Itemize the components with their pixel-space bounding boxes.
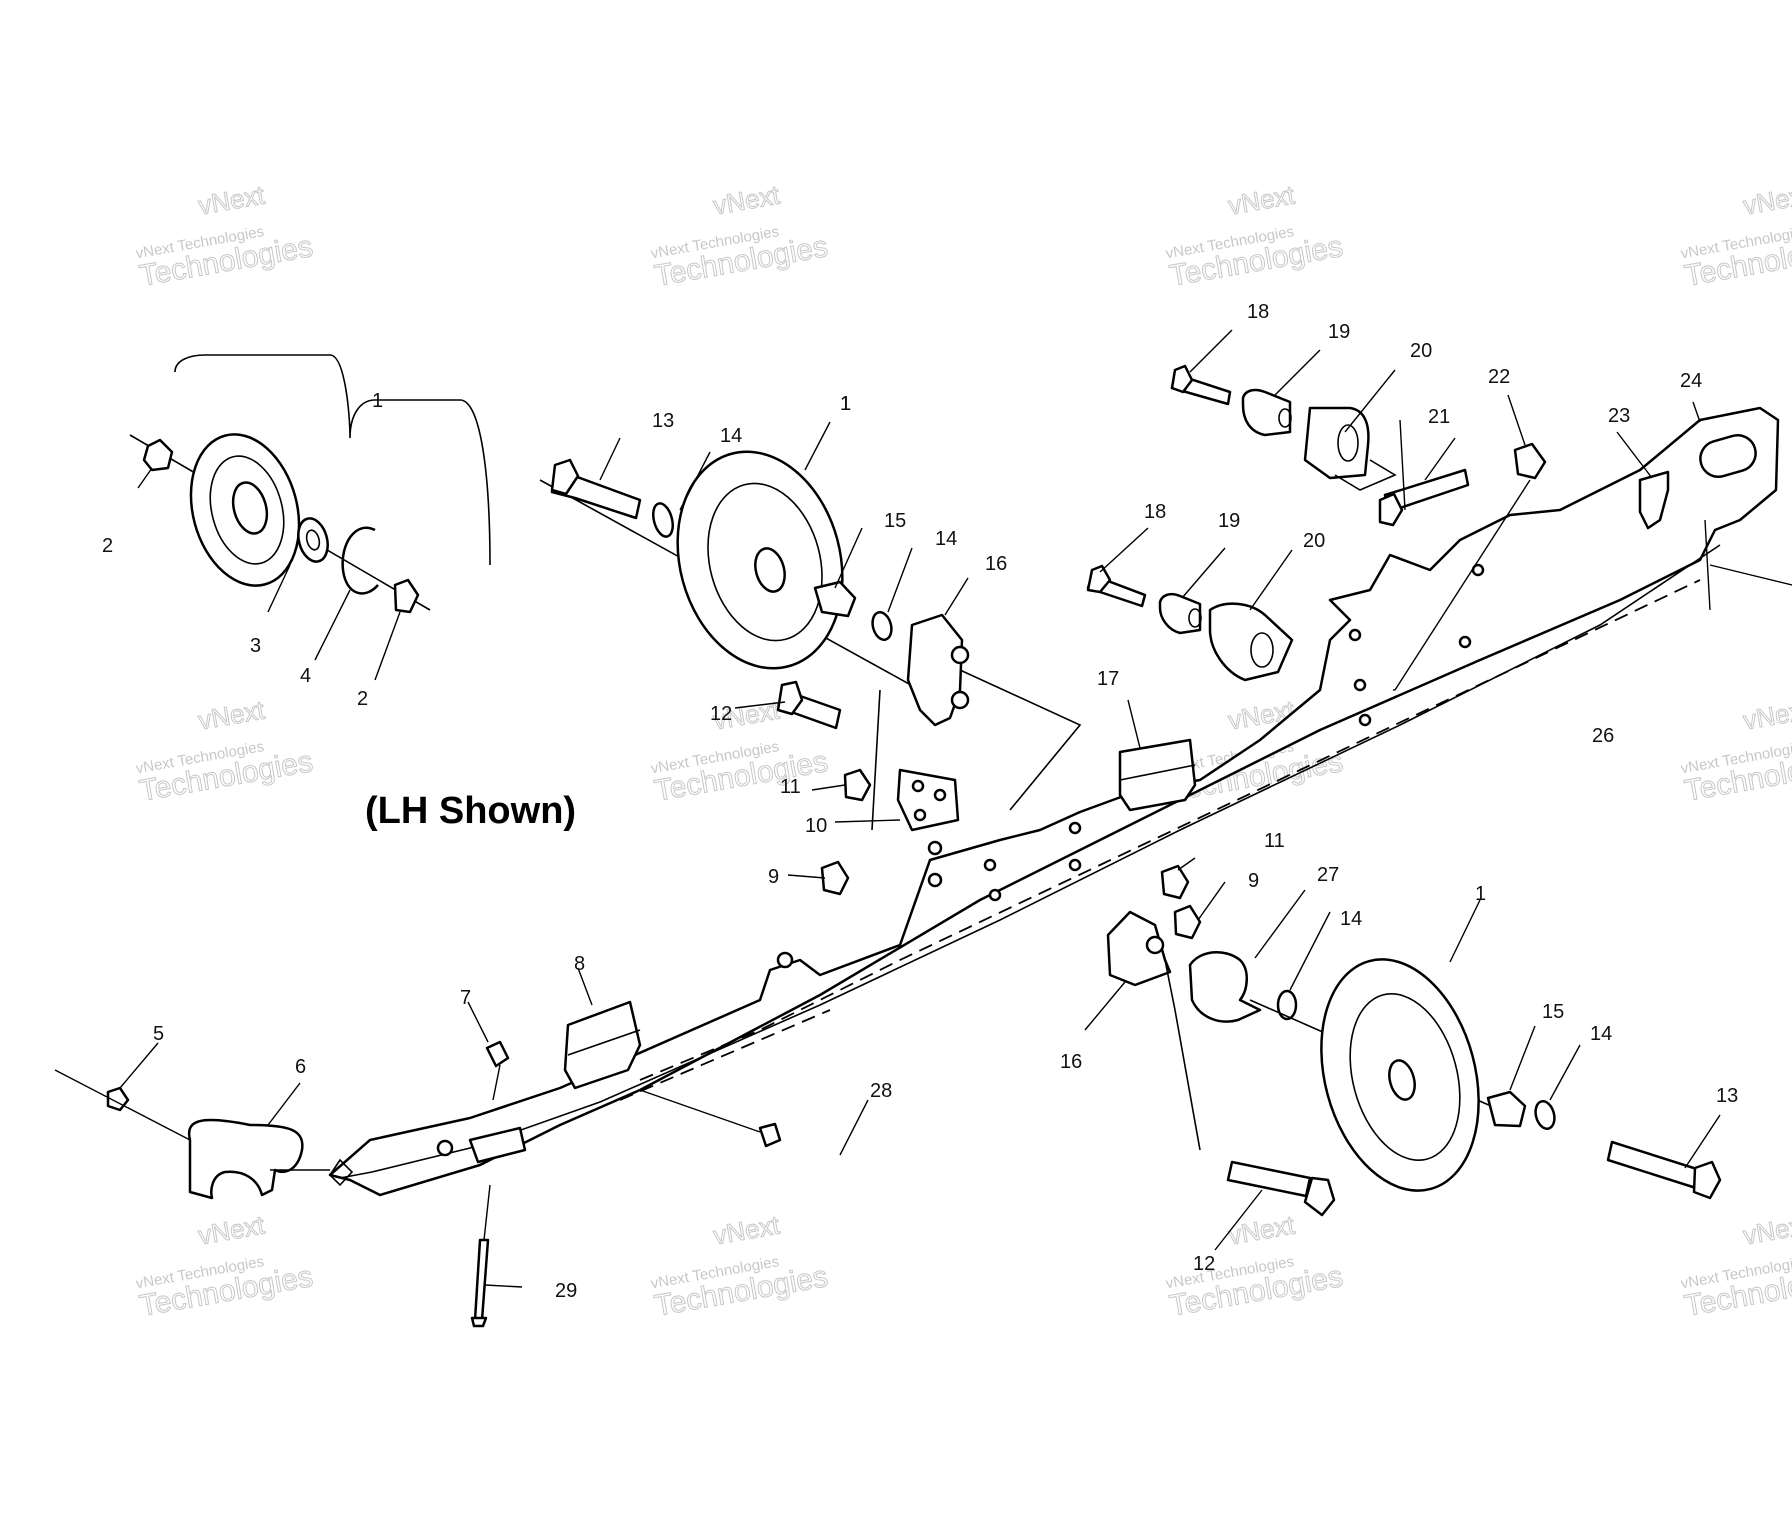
callout-label: 14: [720, 425, 742, 447]
rivet-28: [758, 1122, 782, 1148]
callout-label: 2: [102, 535, 113, 557]
callout-label: 1: [372, 390, 383, 412]
lower-idler-wheel: [1249, 958, 1722, 1200]
slide-rail: [328, 406, 1780, 1197]
watermark-text: vNext: [196, 694, 267, 735]
upper-idler-wheel: [539, 450, 921, 691]
callout-label: 14: [1590, 1023, 1612, 1045]
callout-label: 23: [1608, 405, 1630, 427]
bolt-12-lower: [1226, 1160, 1312, 1198]
callout-label: 16: [985, 553, 1007, 575]
nut-9-mid: [1173, 904, 1202, 940]
callout-label: 13: [652, 410, 674, 432]
idler-wheel-assembly-exploded: [129, 354, 491, 614]
callout-label: 12: [710, 703, 732, 725]
upper-mount-bracket: [906, 613, 964, 727]
wear-pad-8: [563, 1000, 642, 1090]
rail-end-cap: [187, 1118, 304, 1200]
spacer-27: [1188, 951, 1262, 1023]
watermark-text: vNext: [711, 1209, 782, 1250]
callout-label: 11: [780, 776, 801, 798]
callout-label: 1: [1475, 883, 1486, 905]
callout-label: 28: [870, 1080, 892, 1102]
watermark-text: vNext: [711, 179, 782, 220]
callout-label: 15: [1542, 1001, 1564, 1023]
callout-label: 20: [1410, 340, 1432, 362]
nut-9-left: [820, 860, 850, 896]
callout-label: 13: [1716, 1085, 1738, 1107]
callout-label: 29: [555, 1280, 577, 1302]
callout-label: 18: [1144, 501, 1166, 523]
callout-label: 16: [1060, 1051, 1082, 1073]
fastener-7: [485, 1040, 510, 1068]
long-bolt-29: [473, 1238, 490, 1322]
wear-pad-17: [1118, 738, 1197, 812]
watermark-text: vNext: [1741, 694, 1792, 735]
callout-label: 1: [840, 393, 851, 415]
watermark-text: vNext: [196, 1209, 267, 1250]
callout-label: 18: [1247, 301, 1269, 323]
callout-label: 20: [1303, 530, 1325, 552]
callout-label: 19: [1328, 321, 1350, 343]
leader-lines: [54, 329, 1792, 1288]
lower-mount-bracket: [1106, 910, 1172, 987]
callout-label: 2: [357, 688, 368, 710]
watermark-text: vNext: [1741, 179, 1792, 220]
callout-label: 5: [153, 1023, 164, 1045]
callout-label: 8: [574, 953, 585, 975]
callout-label: 10: [805, 815, 827, 837]
callout-label: 9: [1248, 870, 1259, 892]
callout-label: 21: [1428, 406, 1450, 428]
callout-label: 22: [1488, 366, 1510, 388]
callout-label: 14: [935, 528, 957, 550]
callout-label: 11: [1264, 830, 1285, 852]
callout-label: 17: [1097, 668, 1119, 690]
callout-label: 26: [1592, 725, 1614, 747]
callout-label: 24: [1680, 370, 1702, 392]
view-note: (LH Shown): [365, 790, 576, 832]
callout-label: 4: [300, 665, 311, 687]
callout-labels: 1 2 3 4 2 1 13 14 1 15 14 16 12 11 10 9 …: [102, 301, 1738, 1302]
callout-label: 12: [1193, 1253, 1215, 1275]
mount-plate: [896, 768, 960, 832]
callout-label: 15: [884, 510, 906, 532]
watermark-text: vNext: [1226, 179, 1297, 220]
callout-label: 19: [1218, 510, 1240, 532]
upper-right-mounting-hardware: [1170, 364, 1670, 530]
callout-label: 7: [460, 987, 471, 1009]
callout-label: 14: [1340, 908, 1362, 930]
callout-label: 6: [295, 1056, 306, 1078]
callout-label: 9: [768, 866, 779, 888]
watermark-text: vNext: [196, 179, 267, 220]
middle-mounting-hardware: [1086, 564, 1294, 682]
nut-11-mid: [1160, 864, 1190, 900]
watermark-text: vNext: [1226, 1209, 1297, 1250]
callout-label: 1: [840, 393, 851, 415]
callout-label: 3: [250, 635, 261, 657]
callout-label: 27: [1317, 864, 1339, 886]
watermark-text: vNext: [1741, 1209, 1792, 1250]
